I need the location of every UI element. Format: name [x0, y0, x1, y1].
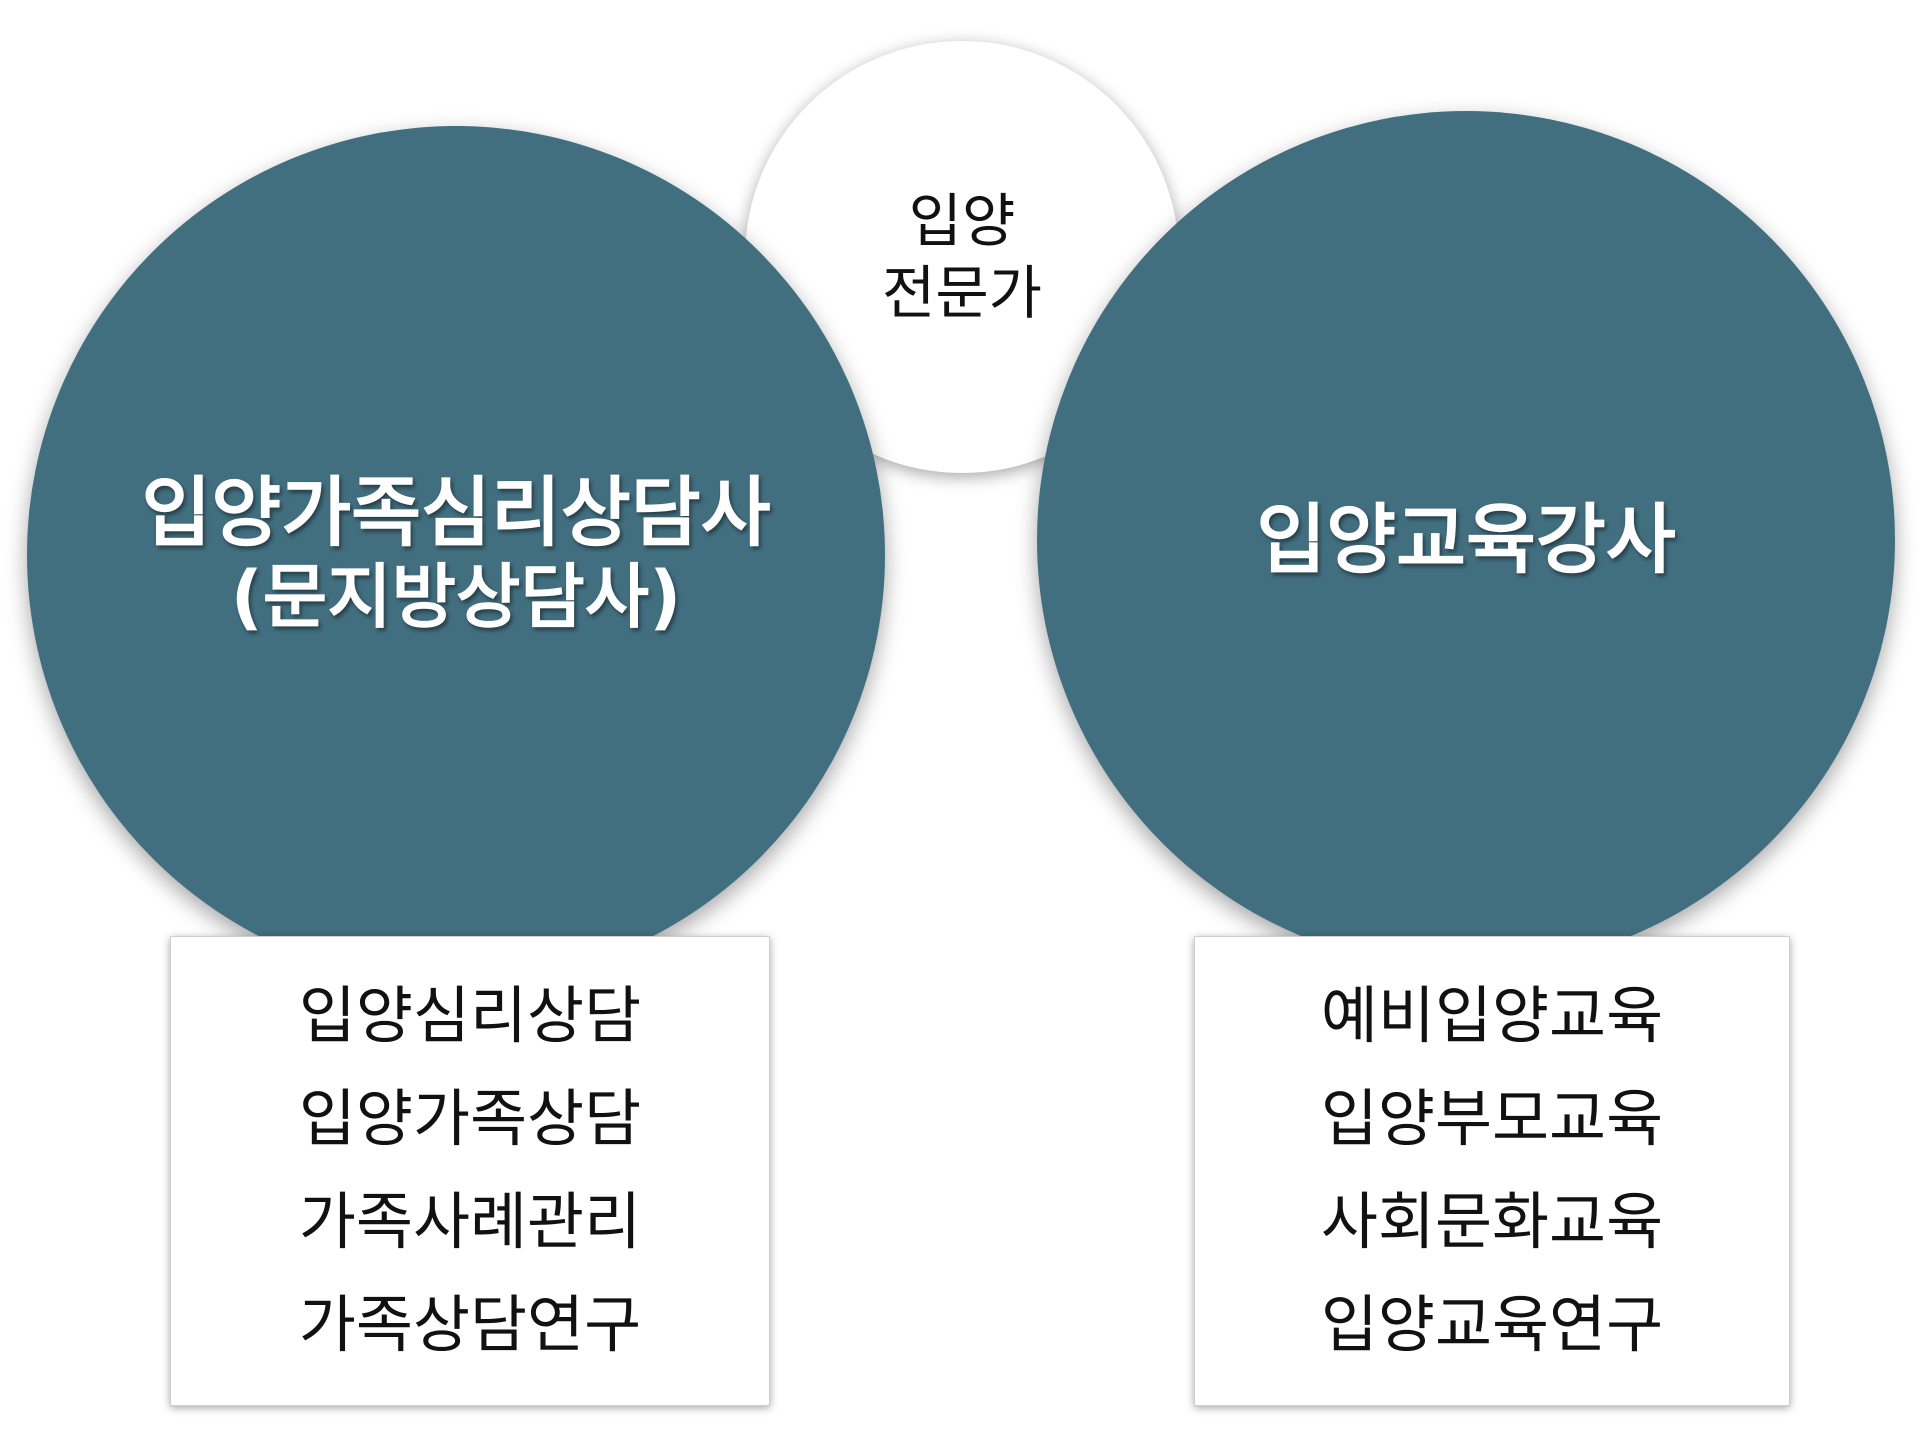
list-item: 입양교육연구	[1320, 1288, 1664, 1362]
list-item: 입양가족상담	[298, 1082, 642, 1156]
list-item: 입양심리상담	[298, 979, 642, 1053]
list-item: 예비입양교육	[1320, 979, 1664, 1053]
center-label-line2: 전문가	[881, 259, 1043, 327]
left-circle-subtitle: (문지방상담사)	[230, 555, 682, 638]
list-item: 가족상담연구	[298, 1288, 642, 1362]
left-item-box: 입양심리상담 입양가족상담 가족사례관리 가족상담연구	[170, 936, 770, 1406]
left-circle: 입양가족심리상담사 (문지방상담사)	[27, 126, 885, 984]
left-circle-title: 입양가족심리상담사	[141, 468, 771, 558]
list-item: 사회문화교육	[1320, 1185, 1664, 1259]
list-item: 입양부모교육	[1320, 1082, 1664, 1156]
right-circle-title: 입양교육강사	[1256, 495, 1676, 585]
right-item-box: 예비입양교육 입양부모교육 사회문화교육 입양교육연구	[1194, 936, 1790, 1406]
center-label-line1: 입양	[908, 186, 1016, 255]
right-circle: 입양교육강사	[1037, 111, 1895, 969]
list-item: 가족사례관리	[298, 1185, 642, 1259]
